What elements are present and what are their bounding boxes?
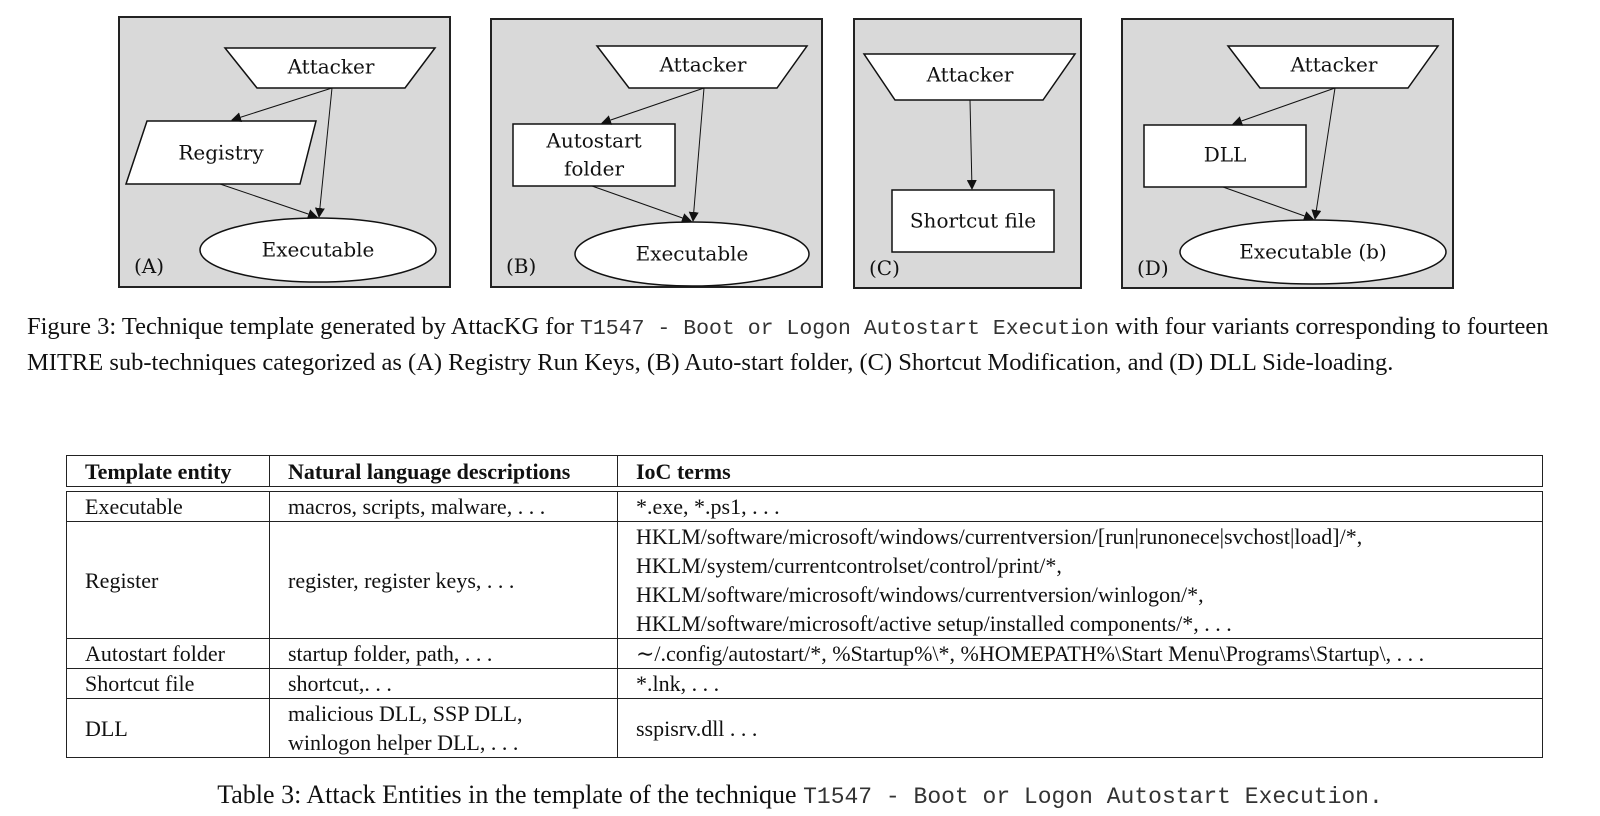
table-row: DLL malicious DLL, SSP DLL, winlogon hel… bbox=[66, 698, 1543, 758]
ioc-cell: ∼/.config/autostart/*, %Startup%\*, %HOM… bbox=[617, 638, 1543, 669]
table-header-row: Template entity Natural language descrip… bbox=[66, 455, 1543, 487]
panel-b: Attacker Autostart folder Executable (B) bbox=[490, 18, 823, 288]
nl-cell: malicious DLL, SSP DLL, winlogon helper … bbox=[269, 698, 618, 758]
table-row: Shortcut file shortcut,. . . *.lnk, . . … bbox=[66, 668, 1543, 699]
edge bbox=[601, 87, 705, 125]
edge bbox=[688, 87, 705, 222]
ioc-line: *.exe, *.ps1, . . . bbox=[636, 494, 780, 519]
ioc-line: sspisrv.dll . . . bbox=[636, 715, 758, 741]
ioc-line: HKLM/system/currentcontrolset/control/pr… bbox=[636, 553, 1062, 578]
nl-cell: startup folder, path, . . . bbox=[269, 638, 618, 669]
registry-node bbox=[124, 120, 317, 185]
entities-table: Template entity Natural language descrip… bbox=[66, 455, 1543, 758]
nl-line: register, register keys, . . . bbox=[288, 567, 515, 593]
panel-c: Attacker Shortcut file (C) bbox=[853, 18, 1082, 289]
autostart-label-line2: folder bbox=[564, 157, 624, 181]
panel-tag: (D) bbox=[1137, 256, 1169, 280]
panel-tag: (B) bbox=[506, 254, 537, 278]
table-caption-code: T1547 - Boot or Logon Autostart Executio… bbox=[803, 784, 1383, 810]
edge bbox=[314, 87, 333, 218]
entity-cell: Autostart folder bbox=[66, 638, 270, 669]
attacker-label: Attacker bbox=[1290, 53, 1378, 77]
registry-label: Registry bbox=[178, 141, 264, 165]
attacker-label: Attacker bbox=[659, 53, 747, 77]
nl-cell: register, register keys, . . . bbox=[269, 521, 618, 639]
ioc-line: HKLM/software/microsoft/windows/currentv… bbox=[636, 524, 1363, 549]
ioc-line: ∼/.config/autostart/*, %Startup%\*, %HOM… bbox=[636, 641, 1425, 666]
autostart-folder-node bbox=[512, 123, 676, 187]
executable-node bbox=[574, 221, 810, 287]
attacker-label: Attacker bbox=[287, 55, 375, 79]
edge bbox=[231, 87, 333, 123]
nl-line: winlogon helper DLL, . . . bbox=[288, 730, 519, 755]
ioc-line: HKLM/software/microsoft/active setup/ins… bbox=[636, 611, 1232, 636]
nl-line: malicious DLL, SSP DLL, bbox=[288, 701, 523, 726]
table-caption-prefix: Table 3: Attack Entities in the template… bbox=[217, 780, 804, 809]
entity-cell: Shortcut file bbox=[66, 668, 270, 699]
ioc-cell: sspisrv.dll . . . bbox=[617, 698, 1543, 758]
autostart-label-line1: Autostart bbox=[545, 129, 641, 153]
ioc-line: *.lnk, . . . bbox=[636, 671, 720, 696]
attacker-label: Attacker bbox=[926, 63, 1014, 87]
table-row: Register register, register keys, . . . … bbox=[66, 521, 1543, 639]
header-nl-descriptions: Natural language descriptions bbox=[269, 455, 618, 487]
panel-d: Attacker DLL Executable (b) (D) bbox=[1121, 18, 1454, 289]
figure-caption: Figure 3: Technique template generated b… bbox=[27, 310, 1587, 380]
attacker-node bbox=[223, 47, 437, 89]
nl-cell: macros, scripts, malware, . . . bbox=[269, 491, 618, 522]
header-template-entity: Template entity bbox=[66, 455, 270, 487]
graph-a: Attacker Registry Executable bbox=[124, 47, 437, 283]
table-row: Autostart folder startup folder, path, .… bbox=[66, 638, 1543, 669]
panel-tag: (C) bbox=[869, 256, 900, 280]
ioc-line: HKLM/software/microsoft/windows/currentv… bbox=[636, 582, 1204, 607]
nl-cell: shortcut,. . . bbox=[269, 668, 618, 699]
attacker-node bbox=[595, 45, 809, 89]
attacker-node bbox=[862, 53, 1077, 101]
panel-a: Attacker Registry Executable (A) bbox=[118, 16, 451, 288]
panel-tag: (A) bbox=[134, 254, 165, 278]
shortcut-file-label: Shortcut file bbox=[910, 209, 1036, 233]
executable-label: Executable bbox=[262, 238, 375, 262]
figure-caption-code: T1547 - Boot or Logon Autostart Executio… bbox=[580, 317, 1109, 341]
nl-line: shortcut,. . . bbox=[288, 671, 392, 696]
header-ioc-terms: IoC terms bbox=[617, 455, 1543, 487]
shortcut-file-node bbox=[891, 189, 1055, 253]
executable-label: Executable bbox=[636, 242, 749, 266]
edge bbox=[966, 99, 977, 190]
graph-b: Attacker Autostart folder Executable bbox=[512, 45, 810, 287]
nl-line: macros, scripts, malware, . . . bbox=[288, 494, 546, 519]
figure-caption-prefix: Figure 3: Technique template generated b… bbox=[27, 313, 580, 340]
edge bbox=[1232, 87, 1336, 126]
executable-node bbox=[199, 217, 437, 283]
executable-b-label: Executable (b) bbox=[1239, 240, 1387, 264]
table-row: Executable macros, scripts, malware, . .… bbox=[66, 491, 1543, 522]
dll-node bbox=[1143, 124, 1307, 188]
ioc-cell: *.exe, *.ps1, . . . bbox=[617, 491, 1543, 522]
edge bbox=[219, 183, 318, 219]
figure-caption-suffix: with four variants corresponding to four… bbox=[27, 313, 1549, 376]
graph-c: Attacker Shortcut file bbox=[862, 53, 1077, 253]
table-caption: Table 3: Attack Entities in the template… bbox=[0, 778, 1600, 814]
edge bbox=[1311, 87, 1336, 220]
nl-line: startup folder, path, . . . bbox=[288, 641, 493, 666]
entity-cell: Register bbox=[66, 521, 270, 639]
edge bbox=[591, 185, 692, 223]
graph-d: Attacker DLL Executable (b) bbox=[1143, 45, 1447, 285]
ioc-cell: HKLM/software/microsoft/windows/currentv… bbox=[617, 521, 1543, 639]
entity-cell: DLL bbox=[66, 698, 270, 758]
ioc-cell: *.lnk, . . . bbox=[617, 668, 1543, 699]
attacker-node bbox=[1226, 45, 1440, 89]
edge bbox=[1222, 186, 1314, 221]
dll-label: DLL bbox=[1204, 143, 1247, 167]
entity-cell: Executable bbox=[66, 491, 270, 522]
